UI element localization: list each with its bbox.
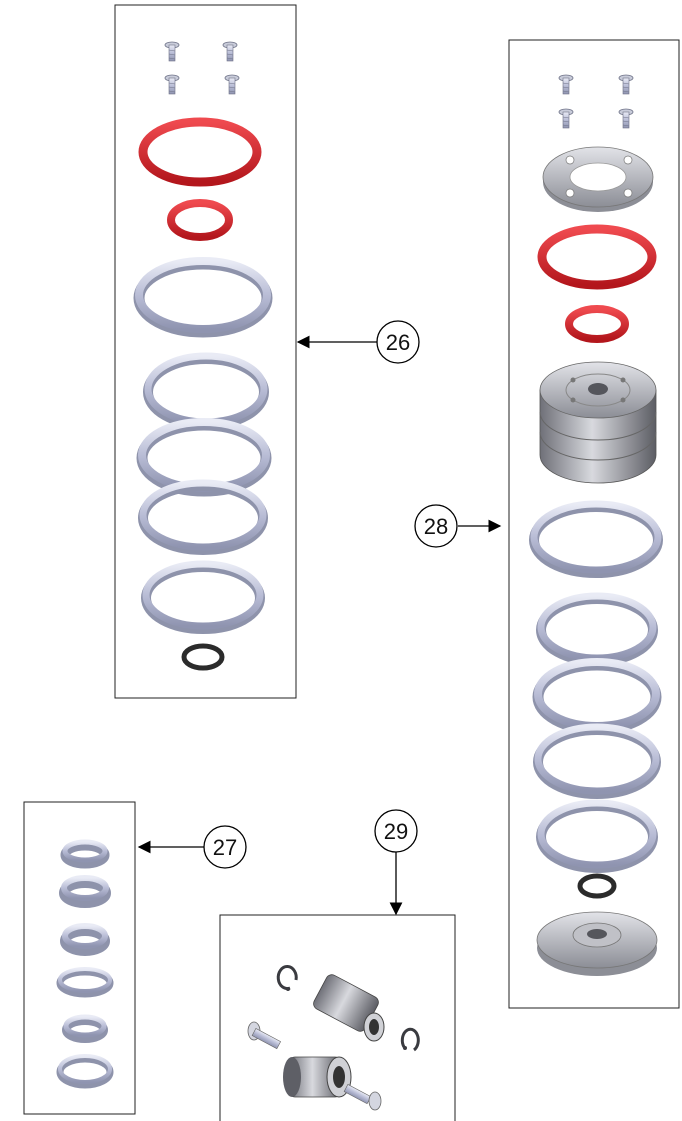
parts-group-29: 29 [219,809,456,1121]
wear-ring-icon [532,658,662,735]
callout-28-label: 28 [424,514,448,539]
callout-29-circle [374,809,418,853]
wear-ring-icon [56,1054,114,1089]
wear-ring-icon [529,500,663,578]
callout-28-circle [414,504,458,548]
callout-29-label: 29 [384,819,408,844]
bushing-icon [60,923,110,956]
pin-icon [343,1084,382,1111]
screw-icon [164,41,240,95]
wear-ring-icon [533,723,661,799]
group-27-frame [23,801,136,1115]
piston-icon [539,361,657,484]
wear-ring-icon [56,967,114,998]
group-28-frame [508,39,680,1009]
parts-group-26: 26 [114,4,420,699]
wear-ring-icon [141,560,265,634]
o-ring-icon [537,224,657,290]
wear-ring-icon [133,257,273,338]
cover-plate-icon [542,146,654,212]
bushing-icon [283,1056,352,1098]
callout-27-circle [203,825,247,869]
pin-icon [247,1021,282,1050]
callout-26-circle [376,320,420,364]
group-26-frame [114,4,297,699]
bushing-icon [59,875,111,908]
wear-ring-icon [536,592,658,666]
o-ring-icon [577,873,617,899]
circlip-icon [400,1027,420,1052]
callout-27-label: 27 [213,835,237,860]
o-ring-icon [565,305,629,343]
o-ring-icon [167,199,233,241]
group-29-frame [219,914,456,1121]
bushing-icon [60,839,110,869]
o-ring-icon [181,643,225,671]
bushing-icon [62,1014,108,1043]
wear-ring-icon [536,799,658,873]
bushing-icon [313,974,385,1042]
wear-ring-icon [143,352,269,430]
wear-ring-icon [138,479,268,555]
o-ring-icon [138,117,262,187]
circlip-icon [276,965,298,991]
cover-plate-icon [536,911,658,976]
parts-group-28: 28 [414,39,680,1009]
parts-group-27: 27 [23,801,247,1115]
callout-26-label: 26 [386,330,410,355]
screw-icon [558,74,634,129]
